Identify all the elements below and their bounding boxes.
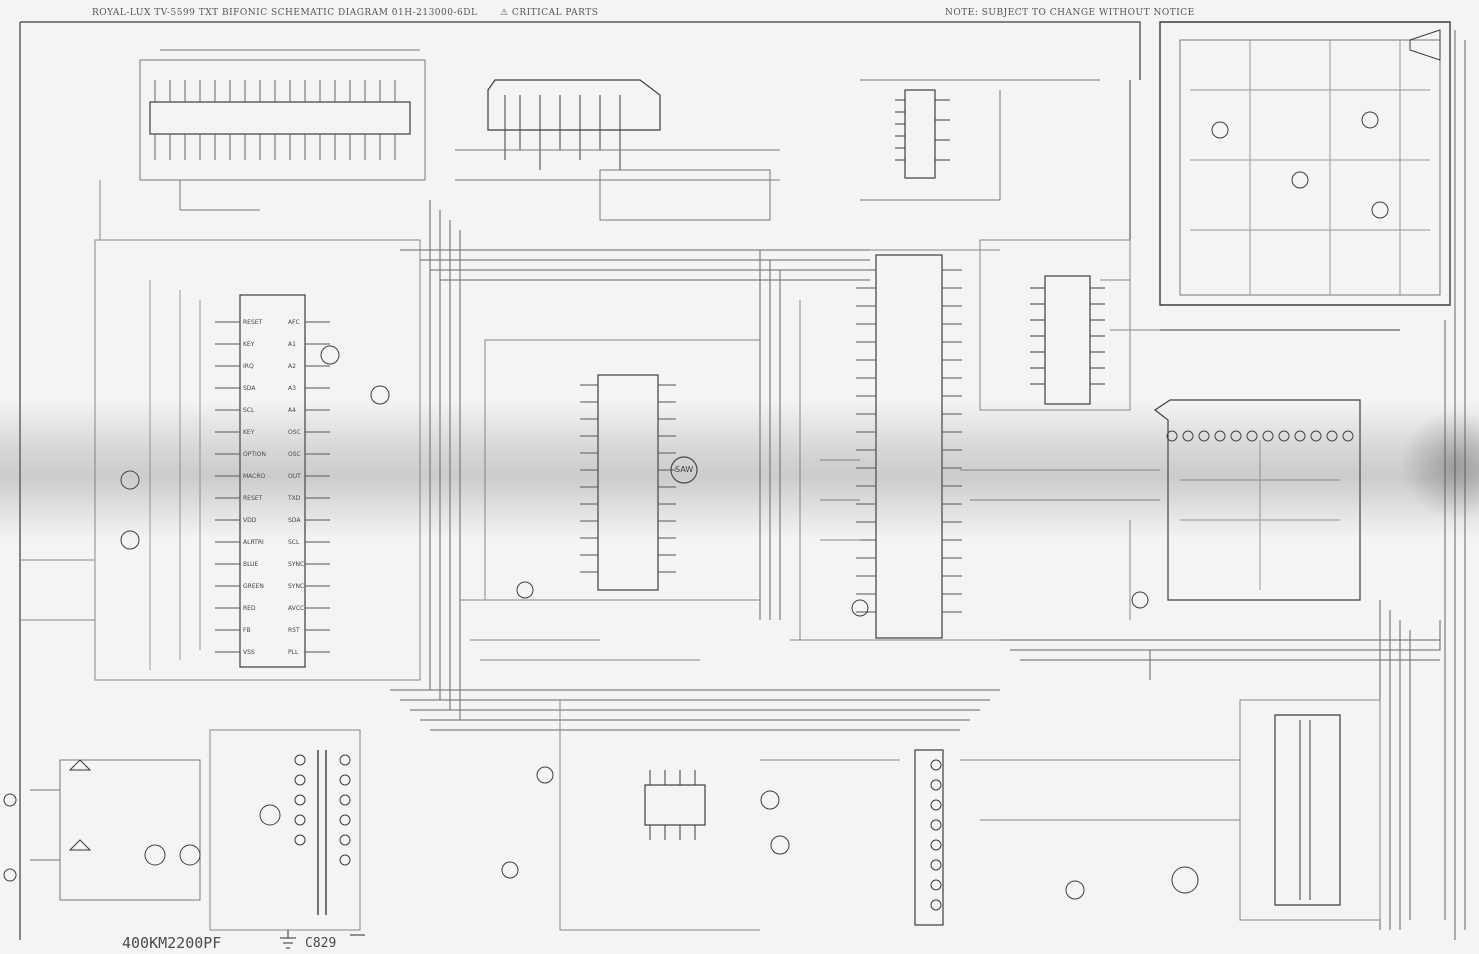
ic-pin-label-right: SYNC [288, 561, 304, 568]
handwritten-note-capacitor: 400KM2200PF [122, 934, 222, 952]
ic-pin-label-right: OSC [288, 451, 301, 458]
ic-pin-label-left: VDD [243, 517, 257, 524]
ic-pin-label-left: IRQ [243, 363, 254, 370]
ic-pin-label-left: FB [243, 627, 251, 634]
ic-pin-label-left: VSS [243, 649, 255, 656]
ic-microcontroller [215, 294, 330, 668]
ic-pin-label-right: TXD [287, 495, 301, 502]
ic-pin-label-left: SCL [243, 407, 255, 414]
ic-pin-label-right: AFC [288, 319, 300, 326]
ic-pin-label-left: BLUE [243, 561, 259, 568]
ic-pin-label-right: A1 [288, 341, 296, 348]
ic-pin-label-right: A2 [288, 363, 296, 370]
ic-pin-label-left: OPTION [243, 451, 266, 458]
ic-pin-label-left: MACRO [243, 473, 266, 480]
ic-pin-label-left: SDA [243, 385, 256, 392]
saw-label: SAW [675, 465, 694, 474]
ic-pin-label-right: OUT [288, 473, 301, 480]
header-title: ROYAL-LUX TV-5599 TXT BIFONIC SCHEMATIC … [92, 8, 478, 18]
ic-pin-label-left: ALRTRI [243, 539, 264, 546]
ic-pin-label-right: AVCC [288, 605, 304, 612]
ic-pin-label-left: RESET [243, 319, 263, 326]
critical-parts-label: ⚠ CRITICAL PARTS [500, 8, 599, 18]
ic-pin-label-right: SDA [288, 517, 301, 524]
ic-top-left [139, 49, 426, 211]
ic-pin-label-right: A3 [288, 385, 296, 392]
ic-pin-label-left: KEY [243, 341, 255, 348]
ic-pin-label-left: KEY [243, 429, 255, 436]
ic-pin-label-right: PLL [288, 649, 299, 656]
ic-pin-label-left: RESET [243, 495, 263, 502]
ic-pin-label-right: SYNC [288, 583, 304, 590]
change-notice: NOTE: SUBJECT TO CHANGE WITHOUT NOTICE [945, 8, 1195, 18]
ic-pin-label-right: RST [288, 627, 300, 634]
ic-pin-label-left: RED [243, 605, 256, 612]
handwritten-note-ref: C829 [305, 936, 337, 951]
ic-pin-label-left: GREEN [243, 583, 264, 590]
ic-pin-label-right: SCL [288, 539, 300, 546]
ic-pin-label-right: A4 [288, 407, 296, 414]
ic-pin-label-right: OSC [288, 429, 301, 436]
